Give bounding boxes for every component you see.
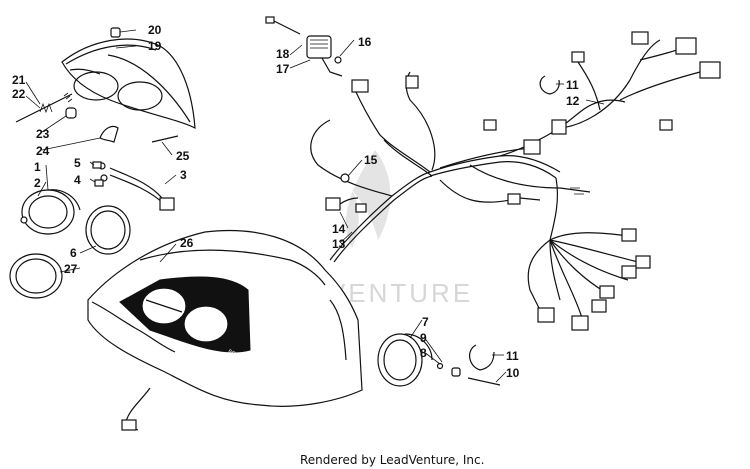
gauge-1: [20, 189, 81, 235]
bulb-socket-4: [94, 179, 104, 187]
hood-26: BEARCAT: [87, 229, 363, 431]
headlight-boot-24: [99, 125, 119, 143]
callout-26: 26: [180, 236, 194, 250]
callout-12: 12: [566, 94, 580, 108]
socket-9: [451, 367, 461, 377]
callout-1: 1: [34, 160, 41, 174]
callout-7: 7: [422, 315, 429, 329]
footer-credit: Rendered by LeadVenture, Inc.: [300, 453, 484, 467]
wiring-harness-13: [310, 31, 721, 331]
headlight-spring-22: [39, 102, 53, 114]
callout-8: 8: [420, 346, 427, 360]
headlight-bulb-20: [110, 27, 121, 38]
callout-14: 14: [332, 222, 346, 236]
adjust-screw-25: [151, 135, 179, 143]
callout-11-top: 11: [566, 78, 579, 92]
gauge-7: [377, 333, 433, 387]
nut-16: [334, 56, 342, 64]
callout-18: 18: [276, 47, 290, 61]
callout-23: 23: [36, 127, 50, 141]
leader-lines: [25, 29, 605, 383]
callout-27: 27: [64, 262, 78, 276]
callout-3: 3: [180, 168, 187, 182]
callout-5: 5: [74, 156, 81, 170]
callout-numbers: 20 19 21 22 23 24 25 1 2 5 4 3 6 27 26 1…: [12, 23, 580, 380]
callout-24: 24: [36, 144, 50, 158]
callout-22: 22: [12, 87, 26, 101]
clamp-11a: [539, 75, 560, 95]
callout-19: 19: [148, 39, 162, 53]
headlight-bolt-21: [15, 92, 73, 123]
callout-2: 2: [34, 176, 41, 190]
callout-16: 16: [358, 35, 372, 49]
callout-6: 6: [70, 246, 77, 260]
callout-9: 9: [420, 331, 427, 345]
callout-10: 10: [506, 366, 520, 380]
headlight-socket-23: [65, 107, 77, 119]
callout-4: 4: [74, 173, 81, 187]
bulb-8: [436, 362, 444, 370]
clamp-11b: [469, 344, 495, 371]
headlight-housing: [61, 38, 196, 130]
bezel-27: [9, 253, 63, 299]
callout-25: 25: [176, 149, 190, 163]
callout-15: 15: [364, 153, 378, 167]
callout-17: 17: [276, 62, 290, 76]
gauge-ring-6: [85, 205, 131, 255]
cable-10: [467, 377, 501, 386]
regulator-17: [306, 35, 343, 77]
screw-18: [265, 16, 301, 35]
callout-13: 13: [332, 237, 346, 251]
bulb-5: [92, 161, 102, 169]
callout-20: 20: [148, 23, 162, 37]
callout-21: 21: [12, 73, 26, 87]
gauge-harness-3: [98, 162, 175, 211]
callout-11-bottom: 11: [506, 349, 519, 363]
